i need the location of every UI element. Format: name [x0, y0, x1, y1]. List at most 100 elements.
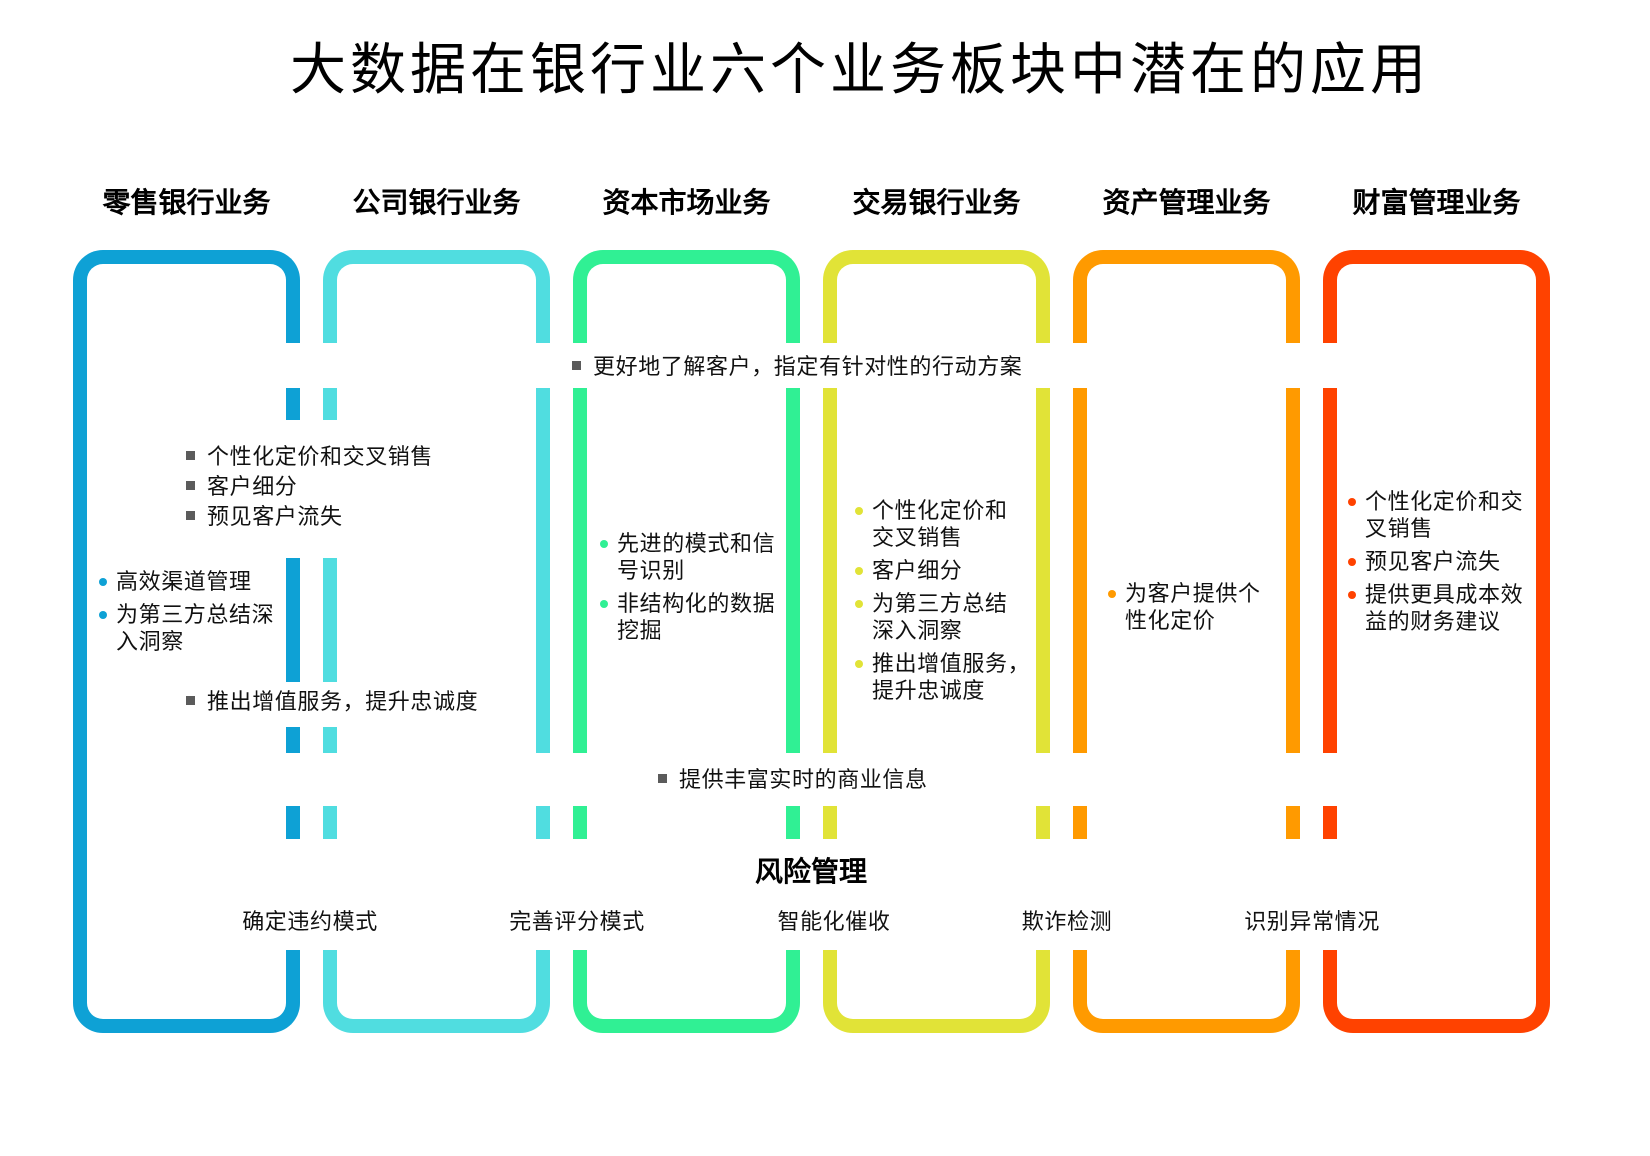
- list-item-line: 提升忠诚度: [872, 679, 986, 704]
- frame-bar-segment: [286, 388, 300, 420]
- risk-item: 智能化催收: [777, 910, 891, 935]
- square-bullet-icon: [186, 480, 195, 490]
- list-item-line: 高效渠道管理: [116, 570, 252, 595]
- risk-management-title: 风险管理: [754, 855, 867, 888]
- frame-bar-segment: [323, 806, 337, 839]
- frame-bar-segment: [1323, 806, 1337, 839]
- bullet-dot-icon: [855, 507, 863, 515]
- list-item-text: 个性化定价和交叉销售: [207, 445, 434, 470]
- list-item-text: 预见客户流失: [207, 505, 343, 530]
- page-title: 大数据在银行业六个业务板块中潜在的应用: [290, 38, 1430, 103]
- square-bullet-icon: [186, 510, 195, 520]
- square-bullet-icon: [186, 695, 195, 705]
- bullet-dot-icon: [600, 540, 608, 548]
- frame-bar-segment: [823, 388, 837, 753]
- list-item: 为第三方总结深 入洞察: [99, 602, 274, 656]
- shared-item-top-band: 更好地了解客户，指定有针对性的行动方案: [572, 350, 1022, 380]
- shared-item-text: 更好地了解客户，指定有针对性的行动方案: [593, 355, 1023, 380]
- frame-top-1: [323, 250, 550, 343]
- bullet-dot-icon: [855, 600, 863, 608]
- list-item-line: 为第三方总结深: [116, 603, 275, 628]
- list-item-line: 推出增值服务，: [872, 652, 1031, 677]
- frame-bar-segment: [286, 558, 300, 682]
- retail-corporate-shared-list: 个性化定价和交叉销售 客户细分 预见客户流失: [186, 440, 433, 530]
- list-item-line: 先进的模式和信: [617, 532, 776, 557]
- list-item-line: 个性化定价和: [872, 499, 1008, 524]
- frame-bar-segment: [73, 343, 87, 950]
- risk-item: 识别异常情况: [1244, 910, 1380, 935]
- list-item-line: 非结构化的数据: [617, 592, 776, 617]
- list-item-line: 入洞察: [116, 630, 184, 655]
- wealth-management-items: 个性化定价和交 叉销售 预见客户流失 提供更具成本效 益的财务建议: [1348, 489, 1523, 636]
- list-item-line: 挖掘: [617, 619, 663, 644]
- frame-bottom-4: [1073, 950, 1300, 1033]
- asset-management-items: 为客户提供个 性化定价: [1108, 581, 1261, 635]
- frame-bar-segment: [786, 388, 800, 753]
- column-header-wealth-management: 财富管理业务: [1352, 186, 1521, 219]
- frame-bottom-2: [573, 950, 800, 1033]
- frame-bar-segment: [286, 727, 300, 753]
- list-item-line: 个性化定价和交: [1365, 490, 1524, 515]
- shared-item-bottom-band: 提供丰富实时的商业信息: [658, 763, 928, 793]
- list-item: 个性化定价和交叉销售: [186, 440, 433, 470]
- list-item-text: 推出增值服务，提升忠诚度: [207, 690, 479, 715]
- frame-top-5: [1323, 250, 1550, 343]
- square-bullet-icon: [572, 360, 581, 370]
- frame-top-2: [573, 250, 800, 343]
- column-header-corporate-banking: 公司银行业务: [352, 186, 521, 219]
- list-item: 非结构化的数据 挖掘: [600, 591, 775, 645]
- risk-item: 欺诈检测: [1021, 910, 1113, 935]
- bullet-dot-icon: [1348, 558, 1356, 566]
- frame-bar-segment: [1073, 388, 1087, 753]
- list-item: 高效渠道管理: [99, 569, 274, 596]
- bullet-dot-icon: [1108, 590, 1116, 598]
- frame-top-0: [73, 250, 300, 343]
- column-header-asset-management: 资产管理业务: [1102, 186, 1271, 219]
- list-item: 预见客户流失: [1348, 549, 1523, 576]
- frame-bar-segment: [573, 388, 587, 753]
- list-item: 预见客户流失: [186, 500, 433, 530]
- frame-bar-segment: [536, 388, 550, 753]
- list-item: 推出增值服务， 提升忠诚度: [855, 651, 1030, 705]
- column-header-retail-banking: 零售银行业务: [102, 186, 271, 219]
- retail-corporate-shared-bottom-item: 推出增值服务，提升忠诚度: [186, 685, 478, 715]
- frame-bar-segment: [786, 806, 800, 839]
- square-bullet-icon: [658, 773, 667, 783]
- frame-bar-segment: [1286, 806, 1300, 839]
- column-header-transaction-banking: 交易银行业务: [852, 186, 1021, 219]
- frame-bar-segment: [1536, 343, 1550, 950]
- frame-bar-segment: [323, 388, 337, 420]
- bullet-dot-icon: [855, 660, 863, 668]
- list-item-line: 号识别: [617, 559, 685, 584]
- list-item-line: 为第三方总结: [872, 592, 1008, 617]
- list-item-line: 叉销售: [1365, 517, 1433, 542]
- frame-bar-segment: [1073, 806, 1087, 839]
- frame-bar-segment: [1323, 388, 1337, 753]
- frame-top-4: [1073, 250, 1300, 343]
- list-item-text: 客户细分: [207, 475, 298, 500]
- frame-bottom-3: [823, 950, 1050, 1033]
- bullet-dot-icon: [855, 567, 863, 575]
- frame-bar-segment: [1036, 806, 1050, 839]
- list-item-line: 深入洞察: [872, 619, 963, 644]
- frame-bottom-0: [73, 950, 300, 1033]
- bullet-dot-icon: [1348, 498, 1356, 506]
- frame-bar-segment: [536, 806, 550, 839]
- frame-bar-segment: [1286, 388, 1300, 753]
- frame-bottom-1: [323, 950, 550, 1033]
- transaction-banking-items: 个性化定价和 交叉销售 客户细分 为第三方总结 深入洞察 推出增值服务， 提升忠…: [855, 498, 1030, 705]
- risk-item: 完善评分模式: [509, 910, 645, 935]
- frame-bar-segment: [323, 727, 337, 753]
- bullet-dot-icon: [99, 578, 107, 586]
- frame-bar-segment: [1036, 388, 1050, 753]
- risk-item: 确定违约模式: [242, 910, 378, 935]
- list-item: 客户细分: [855, 558, 1030, 585]
- list-item: 为第三方总结 深入洞察: [855, 591, 1030, 645]
- frame-bar-segment: [323, 558, 337, 682]
- list-item: 先进的模式和信 号识别: [600, 531, 775, 585]
- frame-top-3: [823, 250, 1050, 343]
- list-item: 个性化定价和交 叉销售: [1348, 489, 1523, 543]
- frame-bar-segment: [573, 806, 587, 839]
- bullet-dot-icon: [1348, 591, 1356, 599]
- list-item-line: 交叉销售: [872, 526, 963, 551]
